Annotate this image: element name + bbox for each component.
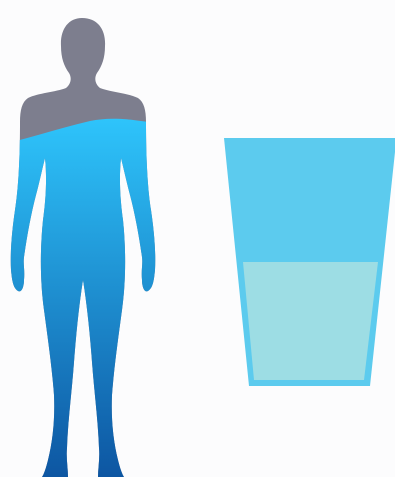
water-glass-icon	[224, 138, 395, 386]
body-water-fill	[0, 119, 170, 477]
glass-water-fill	[243, 262, 378, 380]
human-body-icon	[0, 0, 170, 477]
